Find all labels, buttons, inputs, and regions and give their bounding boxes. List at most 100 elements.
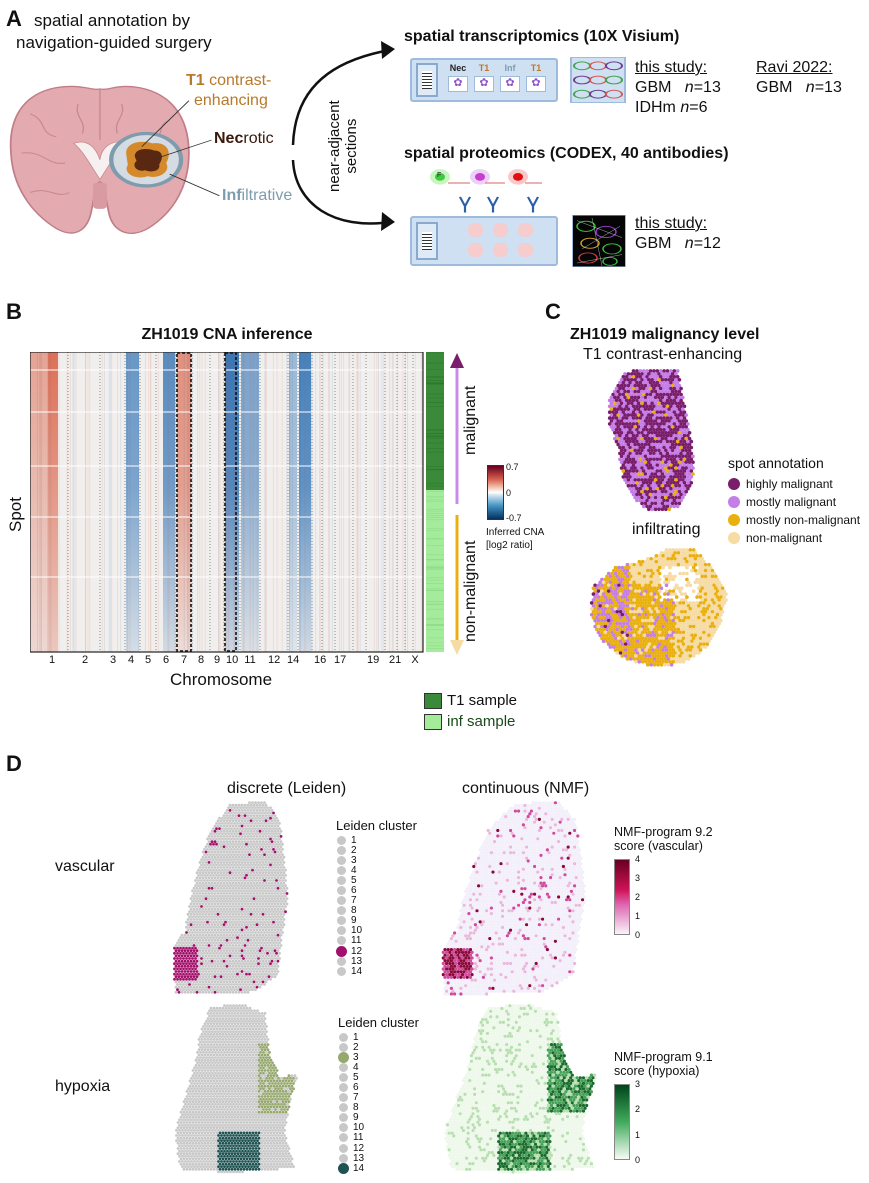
spot xyxy=(618,592,623,596)
spot xyxy=(198,949,202,953)
spot xyxy=(611,416,615,420)
spot xyxy=(191,894,194,898)
spot xyxy=(185,920,188,924)
spot xyxy=(180,959,184,963)
spot xyxy=(674,548,679,552)
spot xyxy=(269,873,272,877)
spot xyxy=(633,378,637,382)
spot xyxy=(266,899,269,903)
spot xyxy=(622,604,626,608)
spot xyxy=(189,964,193,968)
spot xyxy=(667,395,671,400)
spot xyxy=(209,853,212,856)
spot xyxy=(239,822,242,825)
spot xyxy=(230,915,233,919)
spot xyxy=(681,448,685,453)
spot xyxy=(620,630,625,635)
spot xyxy=(635,451,639,456)
spot xyxy=(195,985,199,989)
highlight-box-chr7 xyxy=(176,352,192,652)
spot xyxy=(188,920,191,924)
spot xyxy=(489,834,493,838)
spot xyxy=(558,820,562,824)
spot xyxy=(234,912,238,916)
spot xyxy=(282,918,286,921)
spot xyxy=(206,957,209,960)
spot xyxy=(243,975,247,979)
spot xyxy=(685,565,689,570)
spot xyxy=(569,834,573,838)
spot xyxy=(233,816,236,820)
spot xyxy=(201,964,205,968)
spot xyxy=(681,648,686,652)
spot xyxy=(240,938,244,942)
spot xyxy=(218,910,221,914)
spot xyxy=(182,977,185,981)
spot xyxy=(642,580,647,585)
spot xyxy=(212,853,215,856)
spot xyxy=(212,962,215,966)
spot xyxy=(614,439,619,444)
spot xyxy=(230,811,233,815)
spot xyxy=(681,559,686,564)
spot xyxy=(221,816,224,820)
spot xyxy=(659,651,664,655)
spot xyxy=(189,970,193,973)
spot xyxy=(254,842,257,846)
spot xyxy=(639,592,643,596)
spot xyxy=(628,375,632,379)
spot xyxy=(593,624,597,629)
spot xyxy=(195,970,199,973)
spot xyxy=(649,574,653,579)
spot xyxy=(542,820,546,824)
spot xyxy=(213,835,217,838)
cna-segment-chr1p xyxy=(30,352,48,652)
spot xyxy=(708,618,713,623)
spot xyxy=(212,832,215,836)
spot xyxy=(698,612,703,617)
spot xyxy=(228,824,232,828)
spot xyxy=(674,583,679,588)
spot xyxy=(627,607,631,611)
spot xyxy=(691,630,696,635)
spot xyxy=(568,831,572,835)
spot xyxy=(568,815,572,819)
spot xyxy=(666,604,670,608)
spot xyxy=(270,964,274,968)
spot xyxy=(629,580,633,585)
spot xyxy=(531,840,535,844)
spot xyxy=(221,879,224,882)
spot xyxy=(213,840,217,843)
spot xyxy=(216,959,220,963)
spot xyxy=(248,915,251,919)
spot xyxy=(669,433,673,438)
spot xyxy=(231,850,235,854)
spot xyxy=(665,439,670,444)
spot xyxy=(224,858,227,862)
spot xyxy=(266,941,269,945)
spot xyxy=(191,967,194,971)
spot xyxy=(545,826,549,830)
spot xyxy=(231,990,235,994)
spot xyxy=(258,886,262,890)
spot xyxy=(672,428,677,432)
spot xyxy=(219,933,223,937)
spot xyxy=(620,583,625,588)
spot xyxy=(618,451,622,456)
spot xyxy=(224,889,227,893)
spot xyxy=(192,975,196,979)
spot xyxy=(177,949,181,953)
spot xyxy=(521,806,525,810)
spot xyxy=(655,398,660,403)
spot xyxy=(246,819,250,823)
spot xyxy=(628,486,632,491)
spot xyxy=(246,829,250,833)
spot xyxy=(243,866,247,869)
spot xyxy=(649,663,653,667)
spot xyxy=(621,428,626,432)
spot xyxy=(255,861,259,864)
spot xyxy=(660,401,665,406)
spot xyxy=(209,837,212,841)
spot xyxy=(515,828,519,833)
spot xyxy=(518,834,522,838)
